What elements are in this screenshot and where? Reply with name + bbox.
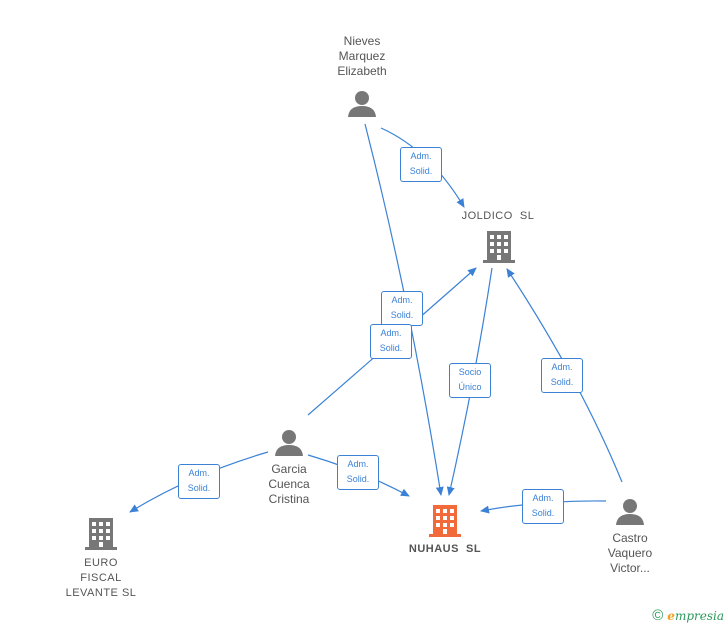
person-icon <box>616 499 644 525</box>
node-label-castro[interactable]: Castro Vaquero Victor... <box>607 531 653 575</box>
node-label-nuhaus[interactable]: NUHAUS SL <box>408 543 482 555</box>
edge-label-garcia-nuhaus[interactable]: Adm. Solid. <box>337 455 379 490</box>
person-icon <box>348 91 376 117</box>
node-label-nieves[interactable]: Nieves Marquez Elizabeth <box>337 34 387 78</box>
footer-brand: ©empresia <box>652 607 724 624</box>
edge-label-nieves-nuhaus[interactable]: Adm. Solid. <box>381 291 423 326</box>
edge-label-castro-joldico[interactable]: Adm. Solid. <box>541 358 583 393</box>
node-label-euro[interactable]: EURO FISCAL LEVANTE SL <box>65 557 137 599</box>
building-icon <box>85 518 117 550</box>
person-icon <box>275 430 303 456</box>
edge-label-joldico-nuhaus[interactable]: Socio Único <box>449 363 491 398</box>
node-label-garcia[interactable]: Garcia Cuenca Cristina <box>268 462 310 506</box>
building-icon <box>429 505 461 537</box>
brand-logo[interactable]: empresia <box>667 609 724 623</box>
copyright-icon: © <box>652 607 664 624</box>
edge-label-nieves-joldico[interactable]: Adm. Solid. <box>400 147 442 182</box>
edge-label-garcia-joldico[interactable]: Adm. Solid. <box>370 324 412 359</box>
building-icon <box>483 231 515 263</box>
edge-label-garcia-euro[interactable]: Adm. Solid. <box>178 464 220 499</box>
node-label-joldico[interactable]: JOLDICO SL <box>461 210 535 222</box>
edge-label-castro-nuhaus[interactable]: Adm. Solid. <box>522 489 564 524</box>
